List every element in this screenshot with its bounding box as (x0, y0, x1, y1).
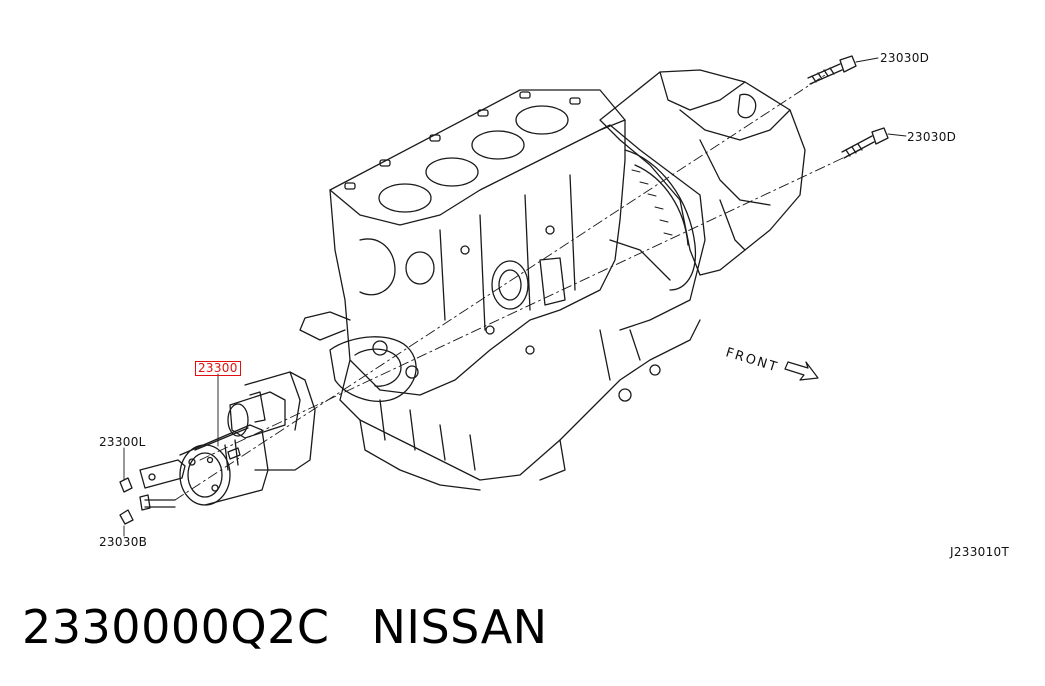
starter-motor (179, 371, 316, 506)
callout-bracket: 23300L (99, 435, 146, 449)
diagram-code: J233010T (950, 545, 1010, 559)
transmission-housing (599, 69, 806, 276)
brand-name: NISSAN (371, 600, 548, 654)
starter-bracket (139, 459, 186, 489)
oil-pan (299, 311, 701, 491)
engine-block (329, 89, 706, 396)
part-caption: 2330000Q2C NISSAN (22, 600, 590, 654)
part-number: 2330000Q2C (22, 600, 330, 654)
callout-bolt-middle: 23030D (907, 130, 957, 144)
bolts (119, 55, 889, 525)
callout-starter-highlighted[interactable]: 23300 (195, 361, 241, 376)
callout-bolt-lower: 23030B (99, 535, 148, 549)
front-arrow-icon (784, 361, 819, 381)
callout-bolt-upper: 23030D (880, 51, 930, 65)
leader-lines (123, 57, 907, 537)
starter-mount-flange (329, 336, 419, 402)
flywheel-ring (624, 149, 697, 291)
centerlines (174, 74, 861, 501)
